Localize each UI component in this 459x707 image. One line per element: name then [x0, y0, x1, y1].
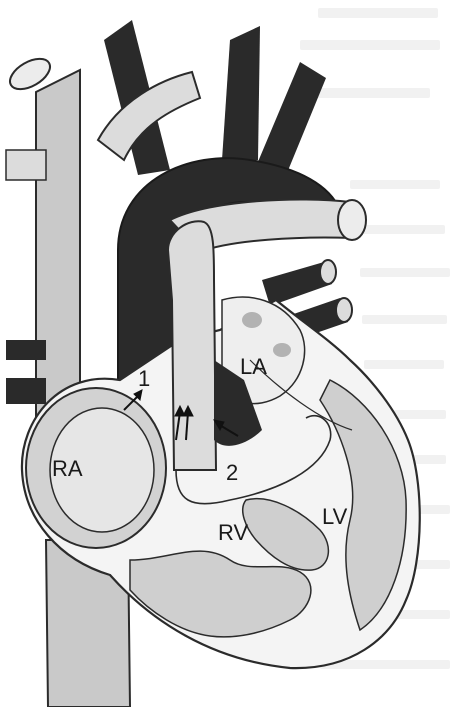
label-rv: RV [218, 520, 248, 545]
left-pulmonary-vessel-2-opening [336, 298, 352, 322]
label-marker-2: 2 [226, 460, 238, 485]
la-shadow-2 [273, 343, 291, 357]
right-pulmonary-vein-stub [6, 378, 46, 404]
right-vessel-light-stub [6, 150, 46, 180]
la-shadow-1 [242, 312, 262, 328]
left-pulmonary-vessel-1-opening [320, 260, 336, 284]
label-ra: RA [52, 456, 83, 481]
superior-vena-cava [36, 70, 80, 420]
pulmonary-tube-opening [338, 200, 366, 240]
pulmonary-trunk [168, 221, 216, 470]
label-la: LA [240, 354, 267, 379]
right-pulmonary-artery-stub [6, 340, 46, 360]
label-lv: LV [322, 504, 348, 529]
left-carotid-artery [222, 26, 260, 160]
label-marker-1: 1 [138, 366, 150, 391]
